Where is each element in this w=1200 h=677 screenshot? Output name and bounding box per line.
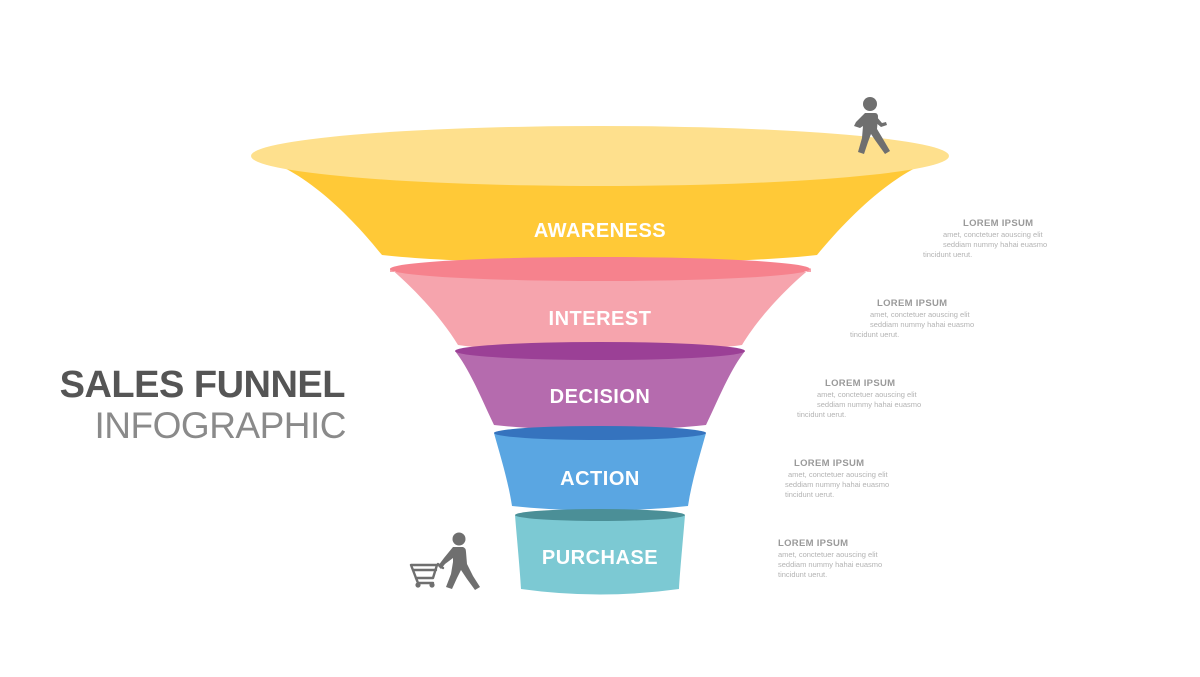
description-line: seddiam nummy hahai euasmo (943, 240, 1048, 249)
description-line: tincidunt uerut. (923, 250, 973, 259)
funnel-stage-interest-body (390, 268, 811, 353)
description-line: seddiam nummy hahai euasmo (870, 320, 975, 329)
funnel-stage-awareness-rim (251, 126, 949, 186)
description-line: amet, conctetuer aouscing elit (943, 230, 1043, 239)
description-line: seddiam nummy hahai euasmo (817, 400, 922, 409)
stage-label-decision: DECISION (550, 386, 651, 408)
funnel-stage-interest-rim (390, 257, 810, 281)
description-heading: LOREM IPSUM (963, 218, 1034, 229)
stage-label-awareness: AWARENESS (534, 220, 666, 242)
title-sales-funnel: SALES FUNNEL (59, 364, 346, 406)
stage-label-interest: INTEREST (549, 308, 652, 330)
funnel-stage-decision-body (455, 351, 745, 431)
person-with-cart-icon (409, 532, 480, 590)
funnel-stage-purchase-rim (515, 509, 685, 521)
walking-person-icon (854, 97, 890, 154)
description-line: tincidunt uerut. (785, 490, 835, 499)
description-line: amet, conctetuer aouscing elit (788, 470, 888, 479)
subtitle-infographic: INFOGRAPHIC (94, 405, 347, 446)
description-heading: LOREM IPSUM (825, 378, 896, 389)
funnel-stage-awareness: AWARENESS (251, 126, 949, 264)
description-heading: LOREM IPSUM (877, 298, 948, 309)
description-interest: LOREM IPSUM amet, conctetuer aouscing el… (850, 298, 1050, 340)
description-line: tincidunt uerut. (797, 410, 847, 419)
funnel-stage-decision: DECISION (455, 342, 745, 431)
funnel-stage-interest: INTEREST (390, 257, 811, 353)
stage-label-action: ACTION (560, 468, 640, 490)
funnel-stage-awareness-body (251, 156, 949, 264)
funnel-stage-action-body (494, 433, 706, 511)
funnel-stage-purchase: PURCHASE (515, 509, 685, 595)
description-awareness: LOREM IPSUM amet, conctetuer aouscing el… (923, 218, 1123, 260)
funnel-stage-action: ACTION (494, 426, 706, 511)
description-line: amet, conctetuer aouscing elit (870, 310, 970, 319)
description-line: amet, conctetuer aouscing elit (817, 390, 917, 399)
description-action: LOREM IPSUM amet, conctetuer aouscing el… (785, 458, 985, 500)
funnel-stage-decision-rim (455, 342, 745, 360)
description-line: tincidunt uerut. (778, 570, 828, 579)
funnel-stage-action-rim (494, 426, 706, 440)
description-heading: LOREM IPSUM (778, 538, 849, 549)
stage-label-purchase: PURCHASE (542, 547, 658, 569)
funnel-stage-purchase-body (515, 515, 685, 595)
description-line: seddiam nummy hahai euasmo (778, 560, 883, 569)
description-heading: LOREM IPSUM (794, 458, 865, 469)
description-line: seddiam nummy hahai euasmo (785, 480, 890, 489)
description-line: amet, conctetuer aouscing elit (778, 550, 878, 559)
description-line: tincidunt uerut. (850, 330, 900, 339)
description-purchase: LOREM IPSUM amet, conctetuer aouscing el… (778, 538, 978, 580)
description-decision: LOREM IPSUM amet, conctetuer aouscing el… (797, 378, 997, 420)
